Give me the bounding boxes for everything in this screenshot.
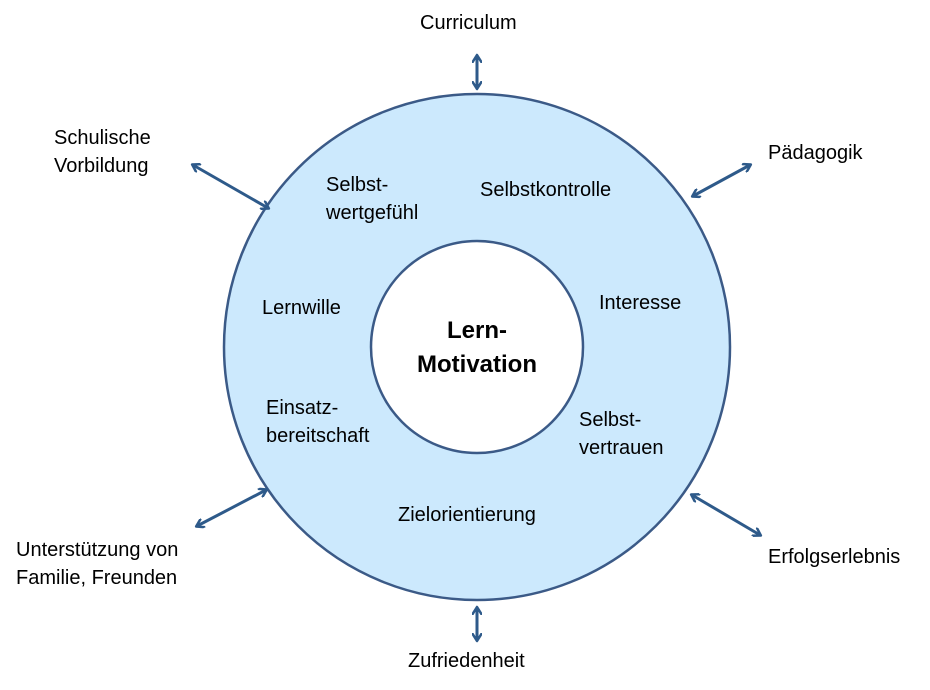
factor-einsatzbereitschaft: Einsatz- bereitschaft xyxy=(266,397,370,447)
center-label: Lern- Motivation xyxy=(417,317,537,378)
factor-lernwille: Lernwille xyxy=(262,297,341,319)
factor-selbstwertgefuehl: Selbst- wertgefühl xyxy=(326,174,419,224)
factor-selbstvertrauen: Selbst- vertrauen xyxy=(579,409,664,459)
external-paedagogik: Pädagogik xyxy=(768,142,863,164)
arrow-paedagogik xyxy=(693,165,750,196)
arrow-erfolgserlebnis xyxy=(692,495,760,535)
arrow-unterstuetzung xyxy=(197,490,266,526)
arrow-schulische-vorbildung xyxy=(193,165,268,208)
arrows xyxy=(193,56,760,640)
factor-interesse: Interesse xyxy=(599,292,682,314)
external-erfolgserlebnis: Erfolgserlebnis xyxy=(768,546,901,568)
external-curriculum: Curriculum xyxy=(420,12,517,34)
inner-circle xyxy=(369,239,585,455)
external-zufriedenheit: Zufriedenheit xyxy=(408,650,525,672)
factor-selbstkontrolle: Selbstkontrolle xyxy=(480,179,612,201)
factor-zielorientierung: Zielorientierung xyxy=(398,504,536,526)
external-unterstuetzung: Unterstützung von Familie, Freunden xyxy=(16,539,179,589)
external-schulische-vorbildung: Schulische Vorbildung xyxy=(54,127,151,177)
